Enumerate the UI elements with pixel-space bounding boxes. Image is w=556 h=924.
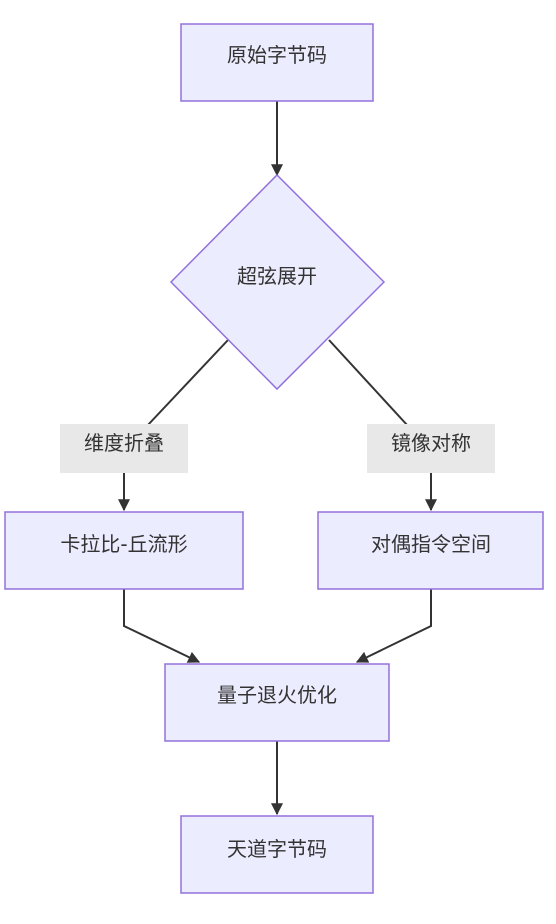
edge-label-left-text: 维度折叠: [84, 431, 164, 455]
node-source-label: 原始字节码: [227, 43, 327, 67]
edge-left-to-merge: [123, 589, 201, 663]
node-right-label: 对偶指令空间: [371, 532, 491, 556]
edge-label-right-text: 镜像对称: [391, 431, 471, 455]
node-right: 对偶指令空间: [317, 511, 544, 590]
node-result-label: 天道字节码: [227, 837, 327, 861]
edge-label-right: 镜像对称: [367, 424, 495, 473]
node-decision-label: 超弦展开: [237, 264, 317, 288]
node-source: 原始字节码: [180, 23, 374, 102]
node-merge-label: 量子退火优化: [217, 683, 337, 707]
node-merge: 量子退火优化: [164, 663, 390, 742]
node-result: 天道字节码: [180, 815, 374, 894]
edge-decision-to-left: [146, 339, 229, 427]
node-decision: 超弦展开: [169, 173, 386, 391]
edge-label-left: 维度折叠: [60, 424, 188, 473]
node-left-label: 卡拉比-丘流形: [60, 532, 187, 556]
edge-right-to-merge: [355, 589, 432, 663]
node-left: 卡拉比-丘流形: [4, 511, 244, 590]
edge-decision-to-right: [328, 339, 409, 427]
